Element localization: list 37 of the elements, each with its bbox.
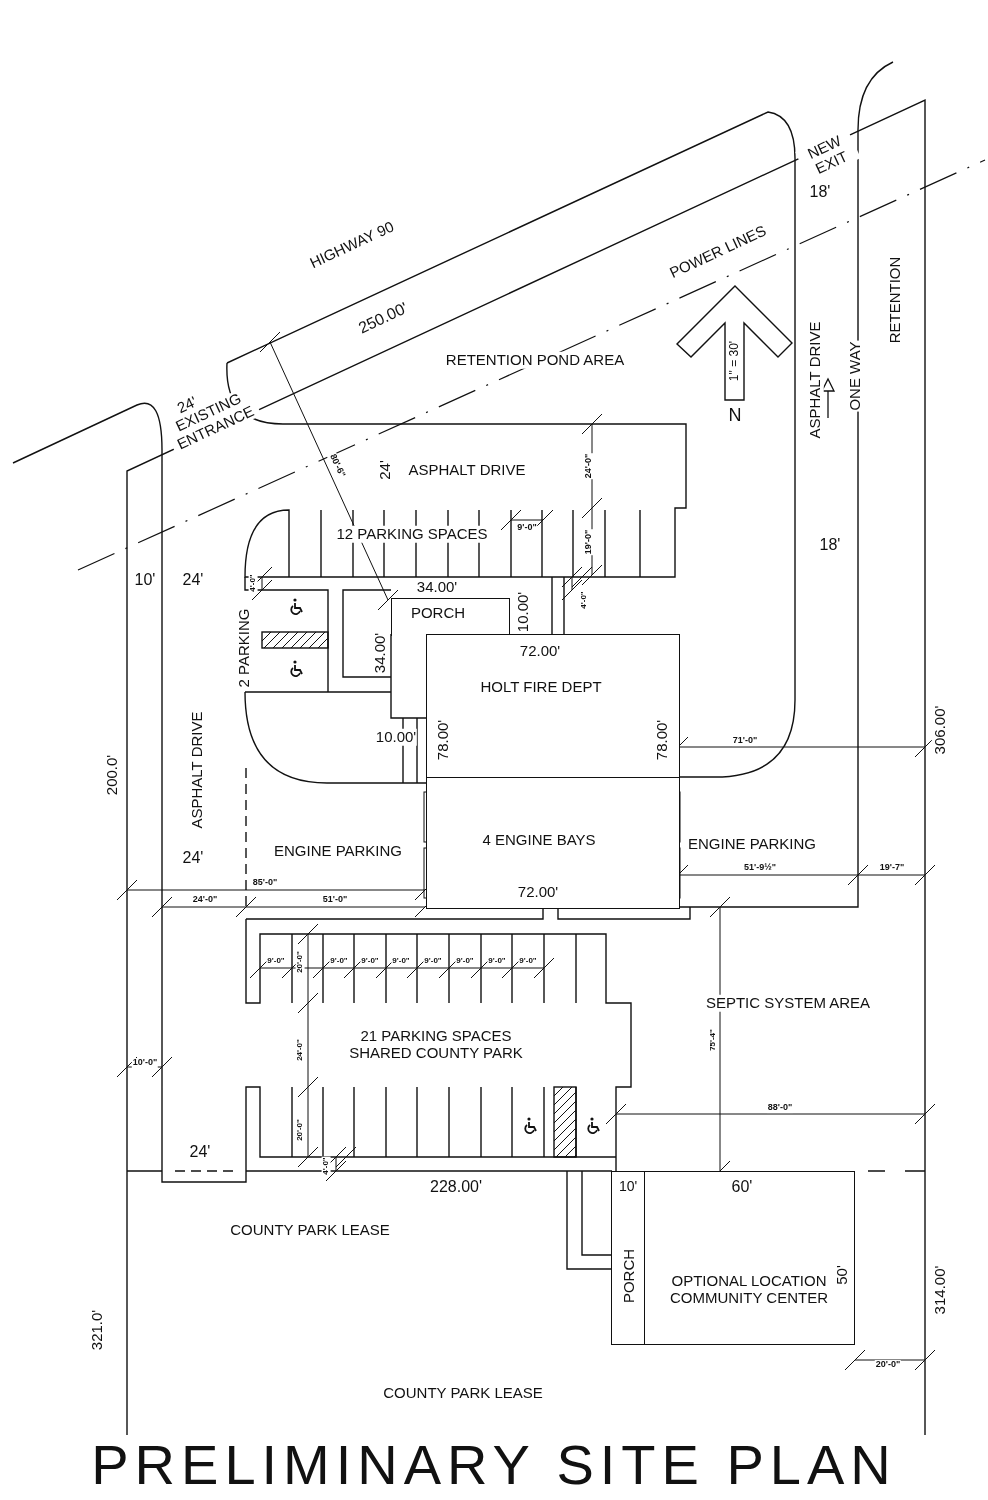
dimension-text: 88'-0" [766, 1103, 794, 1113]
area-label: SEPTIC SYSTEM AREA [704, 994, 872, 1012]
dimension-text: 24'-0" [584, 452, 594, 480]
dimension-text: 9'-0" [423, 956, 443, 966]
page-title: PRELIMINARY SITE PLAN [90, 1432, 898, 1497]
dimension-text: 9'-0" [455, 956, 475, 966]
dimension-text: 19'-7" [878, 863, 906, 873]
building-box [426, 634, 680, 778]
dimension-text: 20'-0" [295, 1118, 305, 1142]
dimension-text: 24'-0" [295, 1038, 305, 1062]
dimension-text: 19'-0" [584, 528, 594, 556]
dimension-text: 4'-0" [248, 573, 258, 593]
porch-box [611, 1171, 645, 1345]
dimension-text: 9'-0" [360, 956, 380, 966]
dimension-text: 9'-0" [391, 956, 411, 966]
dimension-text: 9'-0" [487, 956, 507, 966]
dimension-text: 9'-0" [266, 956, 286, 966]
dimension-text: 85'-0" [251, 878, 279, 888]
dimension-text: 51'-9½" [743, 863, 777, 873]
dimension-text: 71'-0" [731, 736, 759, 746]
dimension-text: 10.00' [374, 728, 418, 746]
area-label: 12 PARKING SPACES [335, 525, 489, 543]
dimension-text: 4'-0" [321, 1156, 331, 1176]
dimension-text: 10'-0" [131, 1058, 159, 1068]
building-box [426, 777, 680, 909]
area-label: RETENTION POND AREA [444, 351, 626, 369]
dimension-text: 9'-0" [516, 523, 538, 533]
dimension-text: 4'-0" [579, 590, 589, 610]
dimension-text: 75'-4" [708, 1028, 718, 1052]
dimension-text: 9'-0" [518, 956, 538, 966]
dimension-text: 20'-0" [874, 1360, 902, 1370]
dimension-text: 20'-0" [295, 950, 305, 974]
dimension-text: 9'-0" [329, 956, 349, 966]
building-box [644, 1171, 855, 1345]
dimension-text: 51'-0" [321, 895, 349, 905]
dimension-text: 24'-0" [191, 895, 219, 905]
porch-box [391, 598, 510, 636]
